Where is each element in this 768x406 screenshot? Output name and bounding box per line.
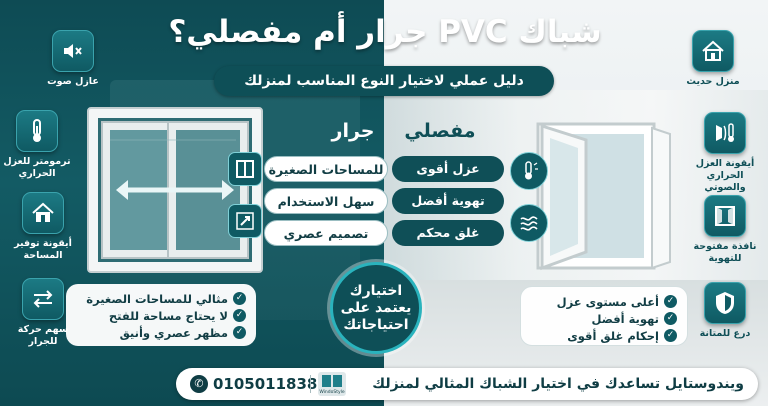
casement-point: عزل أقوى: [392, 156, 504, 182]
brand-name: WindoStyle: [319, 390, 345, 395]
check-icon: ✓: [233, 292, 246, 305]
sliding-point: للمساحات الصغيرة: [264, 156, 388, 182]
whatsapp-icon: ✆: [190, 375, 208, 393]
side-feature-sound: عازل صوت: [38, 30, 108, 88]
side-feature-label: درع للمتانة: [699, 328, 751, 339]
footer-tagline: ويندوستايل تساعدك في اختيار الشباك المثا…: [372, 376, 744, 392]
side-feature-ventilation: نافذة مفتوحة للتهوية: [690, 195, 760, 265]
arrows-exchange-icon: [22, 278, 64, 320]
check-icon: ✓: [233, 326, 246, 339]
benefit-item: ✓ إحكام غلق أقوى: [531, 327, 677, 344]
modern-house-icon: [692, 30, 734, 72]
benefit-item: ✓ مظهر عصري وأنيق: [76, 324, 246, 341]
side-feature-insulation: أيقونة العزل الحراري والصوتي: [690, 112, 760, 194]
expand-icon: [228, 204, 262, 238]
compact-window-icon: [228, 152, 262, 186]
center-decision-badge: اختيارك يعتمد على احتياجاتك: [330, 262, 422, 354]
temperature-icon: [510, 152, 548, 190]
thermometer-icon: [16, 110, 58, 152]
benefit-text: مظهر عصري وأنيق: [119, 325, 228, 340]
benefit-item: ✓ مثالي للمساحات الصغيرة: [76, 290, 246, 307]
footer-bar: ✆ 01050118384 WindoStyle ويندوستايل تساع…: [176, 368, 758, 400]
benefit-text: لا يحتاج مساحة للفتح: [108, 308, 228, 323]
open-window-icon: [704, 195, 746, 237]
side-feature-durability: درع للمتانة: [690, 282, 760, 340]
page-title: شباك PVC جرار أم مفصلي؟: [168, 14, 602, 50]
sliding-heading: جرار: [331, 120, 375, 142]
shield-icon: [704, 282, 746, 324]
side-feature-label: ترمومتر للعزل الحراري: [3, 156, 71, 179]
check-icon: ✓: [664, 329, 677, 342]
speaker-mute-icon: [52, 30, 94, 72]
casement-benefits-box: ✓ أعلى مستوى عزل ✓ تهوية أفضل ✓ إحكام غلق أ…: [520, 286, 688, 346]
brand-logo: WindoStyle: [318, 372, 346, 396]
side-feature-label: منزل حديث: [686, 76, 740, 87]
casement-heading: مفصلي: [404, 120, 476, 142]
casement-point: تهوية أفضل: [392, 188, 504, 214]
sliding-benefits-box: ✓ مثالي للمساحات الصغيرة ✓ لا يحتاج مساحة …: [66, 284, 256, 346]
casement-point: غلق محكم: [392, 220, 504, 246]
side-feature-space: أيقونة توفير المساحة: [8, 192, 78, 262]
benefit-text: تهوية أفضل: [591, 311, 659, 326]
side-feature-slide: سهم حركة للجرار: [8, 278, 78, 348]
side-feature-label: نافذة مفتوحة للتهوية: [693, 241, 757, 264]
benefit-item: ✓ لا يحتاج مساحة للفتح: [76, 307, 246, 324]
check-icon: ✓: [233, 309, 246, 322]
sliding-point: تصميم عصري: [264, 220, 388, 246]
house-icon: [22, 192, 64, 234]
side-feature-modern-house: منزل حديث: [678, 30, 748, 88]
subtitle-banner: دليل عملي لاختيار النوع المناسب لمنزلك: [214, 66, 554, 96]
phone-number: 01050118384: [213, 375, 328, 393]
slide-arrow-icon: [116, 180, 234, 200]
benefit-item: ✓ أعلى مستوى عزل: [531, 293, 677, 310]
side-feature-label: عازل صوت: [47, 76, 99, 87]
phone-contact[interactable]: ✆ 01050118384: [190, 368, 328, 400]
footer-divider: [310, 375, 311, 393]
benefit-text: مثالي للمساحات الصغيرة: [86, 291, 228, 306]
benefit-text: إحكام غلق أقوى: [567, 328, 659, 343]
benefit-item: ✓ تهوية أفضل: [531, 310, 677, 327]
side-feature-label: أيقونة العزل الحراري والصوتي: [695, 158, 755, 193]
benefit-text: أعلى مستوى عزل: [556, 294, 659, 309]
check-icon: ✓: [664, 295, 677, 308]
side-feature-thermal: ترمومتر للعزل الحراري: [2, 110, 72, 180]
airflow-icon: [510, 204, 548, 242]
insulation-icon: [704, 112, 746, 154]
check-icon: ✓: [664, 312, 677, 325]
sliding-window-image: [86, 106, 264, 274]
side-feature-label: أيقونة توفير المساحة: [14, 238, 72, 261]
sliding-point: سهل الاستخدام: [264, 188, 388, 214]
casement-window-image: [514, 118, 674, 274]
side-feature-label: سهم حركة للجرار: [17, 324, 69, 347]
